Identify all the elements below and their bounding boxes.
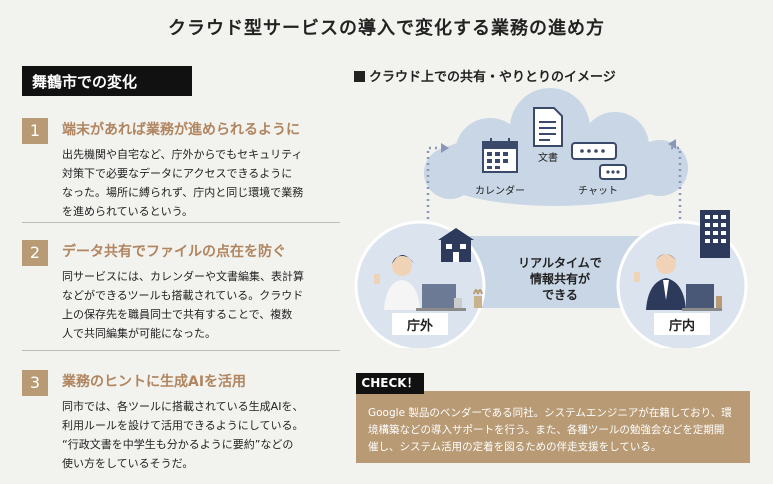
document-icon bbox=[533, 107, 563, 147]
item-body: 出先機関や自宅など、庁外からでもセキュリティ 対策下で必要なデータにアクセスでき… bbox=[62, 145, 347, 221]
arrow-head-icon bbox=[668, 139, 676, 149]
item-title: データ共有でファイルの点在を防ぐ bbox=[62, 244, 286, 260]
office-worker-illustration bbox=[634, 254, 722, 311]
arrow-head-icon bbox=[441, 143, 449, 153]
check-tag: CHECK！ bbox=[356, 373, 424, 394]
outside-office-label: 庁外 bbox=[406, 318, 433, 333]
body-line: 使い方をしているそうだ。 bbox=[62, 457, 194, 470]
check-line: 催し、システム活用の定着を図るための伴走支援をしている。 bbox=[368, 441, 662, 453]
diagram-title: クラウド上での共有・やりとりのイメージ bbox=[354, 66, 616, 85]
house-icon bbox=[438, 228, 474, 262]
change-item-2: 2 データ共有でファイルの点在を防ぐ 同サービスには、カレンダーや文書編集、表計… bbox=[22, 240, 342, 340]
body-line: 出先機関や自宅など、庁外からでもセキュリティ bbox=[62, 148, 303, 161]
outside-label-bg bbox=[392, 313, 448, 335]
item-number: 1 bbox=[22, 118, 48, 144]
chat-icon bbox=[571, 142, 627, 180]
document-label: 文書 bbox=[538, 151, 558, 164]
square-bullet-icon bbox=[354, 71, 365, 82]
check-line: Google 製品のベンダーである同社。システムエンジニアが在籍しており、環 bbox=[368, 407, 732, 419]
cloud-sharing-diagram: カレンダー 文書 チャット リアルタイムで 情報共有が できる bbox=[354, 88, 748, 348]
change-item-1: 1 端末があれば業務が進められるように 出先機関や自宅など、庁外からでもセキュリ… bbox=[22, 118, 342, 218]
building-icon bbox=[700, 210, 730, 258]
body-line: などができるツールも搭載されている。クラウド bbox=[62, 289, 304, 302]
diagram-title-text: クラウド上での共有・やりとりのイメージ bbox=[369, 70, 616, 85]
center-text-line: 情報共有が bbox=[530, 271, 590, 286]
item-body: 同サービスには、カレンダーや文書編集、表計算 などができるツールも搭載されている… bbox=[62, 267, 347, 343]
center-text-line: できる bbox=[542, 288, 578, 302]
body-line: 同サービスには、カレンダーや文書編集、表計算 bbox=[62, 270, 304, 283]
calendar-label: カレンダー bbox=[475, 184, 525, 197]
check-line: 境構築などの導入サポートを行う。また、各種ツールの勉強会などを定期開 bbox=[368, 424, 725, 436]
check-box: Google 製品のベンダーである同社。システムエンジニアが在籍しており、環 境… bbox=[356, 391, 750, 463]
right-arrow bbox=[668, 146, 682, 243]
body-line: なった。場所に縛られず、庁内と同じ環境で業務 bbox=[62, 186, 304, 199]
item-title: 業務のヒントに生成AIを活用 bbox=[62, 374, 247, 390]
page-title: クラウド型サービスの導入で変化する業務の進め方 bbox=[168, 18, 605, 39]
inside-label-bg bbox=[654, 313, 710, 335]
body-line: 対策下で必要なデータにアクセスできるように bbox=[62, 167, 293, 180]
body-line: 上の保存先を職員同士で共有することで、複数 bbox=[62, 308, 293, 321]
body-line: “行政文書を中学生も分かるように要約”などの bbox=[62, 438, 294, 451]
section-heading: 舞鶴市での変化 bbox=[22, 66, 192, 96]
item-title: 端末があれば業務が進められるように bbox=[62, 122, 300, 138]
inside-office-label: 庁内 bbox=[668, 318, 695, 333]
item-number: 3 bbox=[22, 370, 48, 396]
center-text-line: リアルタイムで bbox=[518, 256, 602, 270]
body-line: 人で共同編集が可能になった。 bbox=[62, 327, 216, 340]
body-line: を進められているという。 bbox=[62, 205, 194, 218]
left-arrow bbox=[426, 146, 445, 243]
chat-label: チャット bbox=[578, 185, 618, 197]
calendar-icon bbox=[482, 138, 518, 173]
item-body: 同市では、各ツールに搭載されている生成AIを、 利用ルールを設けて活用できるよう… bbox=[62, 397, 347, 473]
remote-worker-illustration bbox=[374, 255, 483, 311]
divider bbox=[22, 350, 340, 351]
item-number: 2 bbox=[22, 240, 48, 266]
divider bbox=[22, 222, 340, 223]
change-item-3: 3 業務のヒントに生成AIを活用 同市では、各ツールに搭載されている生成AIを、… bbox=[22, 370, 342, 470]
body-line: 同市では、各ツールに搭載されている生成AIを、 bbox=[62, 400, 304, 413]
body-line: 利用ルールを設けて活用できるようにしている。 bbox=[62, 419, 304, 432]
